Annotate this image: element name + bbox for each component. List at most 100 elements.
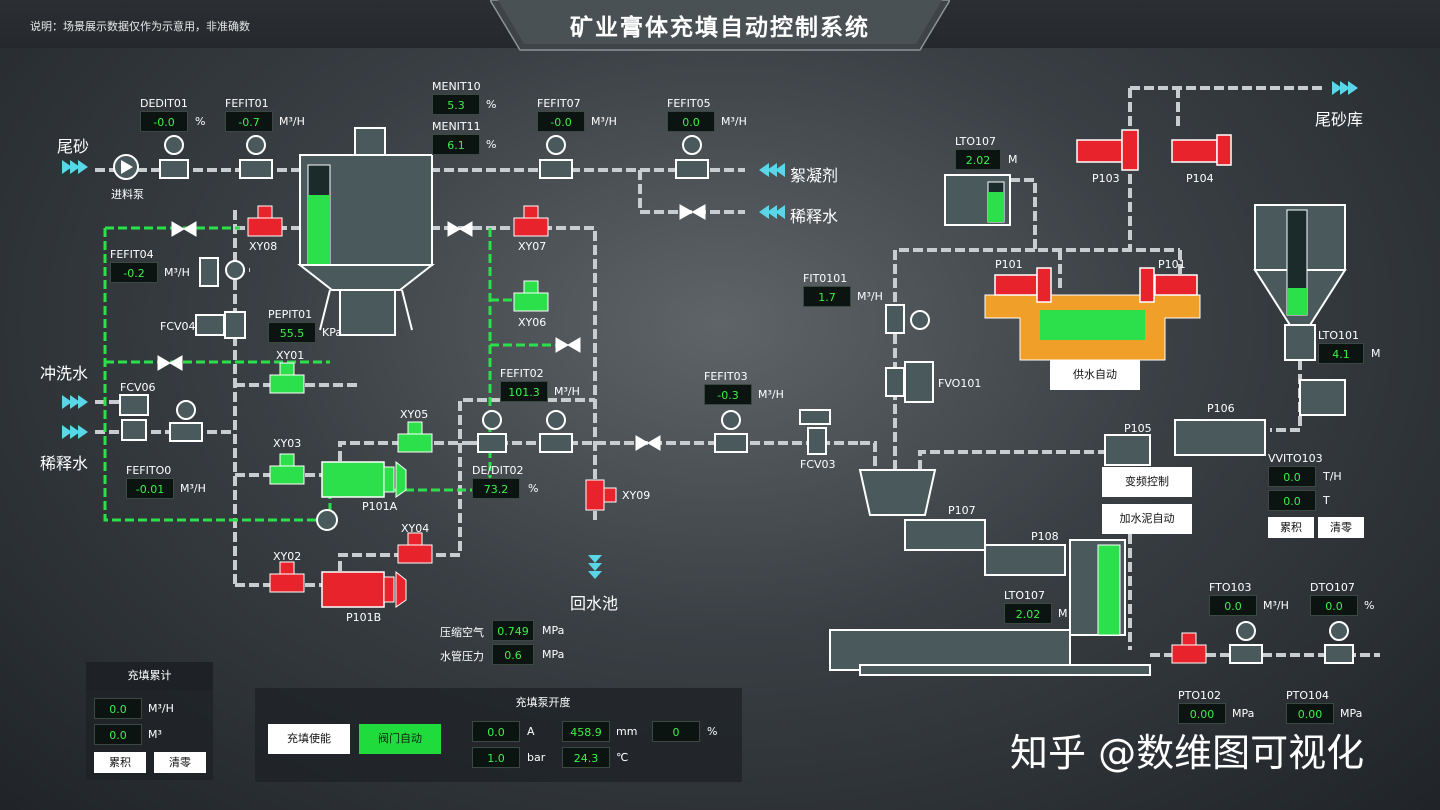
current-unit: A (527, 725, 535, 738)
inlet-flushing-water-label: 冲洗水 (40, 364, 89, 383)
stroke-value: 458.9 (562, 721, 610, 742)
page-title: 矿业膏体充填自动控制系统 (570, 15, 870, 41)
fefit02-value: 101.3 (500, 381, 548, 402)
pto104-value: 0.00 (1286, 703, 1334, 724)
pump-p101b (321, 570, 407, 608)
fill-total-volume-value: 0.0 (94, 724, 142, 745)
fto103-unit: M³/H (1263, 599, 1289, 612)
menit10-tag: MENIT10 (432, 80, 481, 93)
vvito103-reset-button[interactable]: 清零 (1318, 517, 1364, 538)
vvito103-unit1: T/H (1323, 470, 1342, 483)
pump-p105-label: P105 (1124, 422, 1152, 435)
fill-total-volume-unit: M³ (148, 728, 162, 741)
pepit01-value: 55.5 (268, 322, 316, 343)
pto102-value: 0.00 (1178, 703, 1226, 724)
vvito103-value1: 0.0 (1268, 466, 1316, 487)
dto107-value: 0.0 (1310, 595, 1358, 616)
pressure-value: 1.0 (472, 747, 520, 768)
pump-p101a-label: P101A (362, 500, 398, 513)
fefit07-unit: M³/H (591, 115, 617, 128)
valve-fcv03-label: FCV03 (800, 458, 836, 471)
valve-xy03-label: XY03 (273, 437, 302, 450)
current-value: 0.0 (472, 721, 520, 742)
pump-p101-left-label: P101 (995, 258, 1023, 271)
pto102-tag: PTO102 (1178, 689, 1222, 702)
dto107-tag: DTO107 (1310, 581, 1355, 594)
vvito103-accumulate-button[interactable]: 累积 (1268, 517, 1314, 538)
valve-auto-button[interactable]: 阀门自动 (359, 724, 441, 754)
fefit00-tag: FEFITO0 (126, 464, 172, 477)
fefit01-tag: FEFIT01 (225, 97, 269, 110)
pump-p106-label: P106 (1207, 402, 1235, 415)
fill-total-rate-value: 0.0 (94, 698, 142, 719)
compressed-air-value: 0.749 (492, 620, 534, 641)
pump-p101b-label: P101B (346, 611, 382, 624)
fit0101-unit: M³/H (857, 290, 883, 303)
vvito103-value2: 0.0 (1268, 490, 1316, 511)
watermark: 知乎 @数维图可视化 (1010, 731, 1365, 775)
temperature-unit: ℃ (616, 751, 629, 764)
menit10-value: 5.3 (432, 94, 480, 115)
fefit00-unit: M³/H (180, 482, 206, 495)
valve-xy05-label: XY05 (400, 408, 429, 421)
fill-total-reset-button[interactable]: 清零 (154, 752, 206, 773)
opening-unit: % (707, 725, 718, 738)
fit0101-value: 1.7 (803, 286, 851, 307)
fefit03-value: -0.3 (704, 384, 752, 405)
pump-p101a (321, 460, 407, 498)
fto103-value: 0.0 (1209, 595, 1257, 616)
pto104-unit: MPa (1340, 707, 1363, 720)
inlet-dilution-water-label: 稀释水 (40, 454, 89, 473)
vvito103-unit2: T (1323, 494, 1330, 507)
water-pressure-unit: MPa (542, 648, 565, 661)
menit10-unit: % (486, 98, 497, 111)
pepit01-tag: PEPIT01 (268, 308, 313, 321)
valve-xy01-label: XY01 (276, 349, 305, 362)
dedit02-unit: % (528, 482, 539, 495)
fefit03-unit: M³/H (758, 388, 784, 401)
disclaimer-note: 说明：场景展示数据仅作为示意用，非准确数 (30, 20, 250, 33)
vfd-control-button[interactable]: 变频控制 (1102, 467, 1192, 497)
compressed-air-label: 压缩空气 (440, 626, 484, 639)
dedit01-tag: DEDIT01 (140, 97, 188, 110)
pto104-tag: PTO104 (1286, 689, 1330, 702)
pump-opening-title: 充填泵开度 (515, 696, 571, 709)
stroke-unit: mm (616, 725, 638, 738)
fefit04-unit: M³/H (164, 266, 190, 279)
pump-p103-label: P103 (1092, 172, 1120, 185)
fefit04-tag: FEFIT04 (110, 248, 154, 261)
outlet-flocculant-label: 絮凝剂 (790, 166, 839, 185)
cement-auto-button[interactable]: 加水泥自动 (1102, 504, 1192, 534)
valve-xy07-label: XY07 (518, 240, 547, 253)
valve-xy02-label: XY02 (273, 550, 302, 563)
valve-xy08-label: XY08 (249, 240, 278, 253)
compressed-air-unit: MPa (542, 624, 565, 637)
fefit05-unit: M³/H (721, 115, 747, 128)
lto107b-unit: M (1058, 607, 1068, 620)
fto103-tag: FTO103 (1209, 581, 1252, 594)
fefit04-value: -0.2 (110, 262, 158, 283)
valve-fcv04-label: FCV04 (160, 320, 196, 333)
fefit05-value: 0.0 (667, 111, 715, 132)
vvito103-tag: VVITO103 (1268, 452, 1323, 465)
inlet-tailings-label: 尾砂 (57, 137, 90, 156)
pressure-unit: bar (527, 751, 546, 764)
valve-xy06-label: XY06 (518, 316, 547, 329)
lto107a-tag: LTO107 (955, 135, 996, 148)
menit11-unit: % (486, 138, 497, 151)
feed-pump-label: 进料泵 (111, 188, 144, 201)
fefit02-tag: FEFIT02 (500, 367, 544, 380)
menit11-tag: MENIT11 (432, 120, 481, 133)
water-auto-button[interactable]: 供水自动 (1050, 360, 1140, 390)
water-pressure-label: 水管压力 (440, 650, 484, 663)
fill-enable-button[interactable]: 充填使能 (268, 724, 350, 754)
dedit02-tag: DE/DIT02 (472, 464, 524, 477)
temperature-value: 24.3 (562, 747, 610, 768)
dto107-unit: % (1364, 599, 1375, 612)
lto107a-unit: M (1008, 153, 1018, 166)
fill-total-accumulate-button[interactable]: 累积 (94, 752, 146, 773)
outlet-dilution-water-label: 稀释水 (790, 207, 839, 226)
pump-p104-label: P104 (1186, 172, 1214, 185)
fefit07-value: -0.0 (537, 111, 585, 132)
